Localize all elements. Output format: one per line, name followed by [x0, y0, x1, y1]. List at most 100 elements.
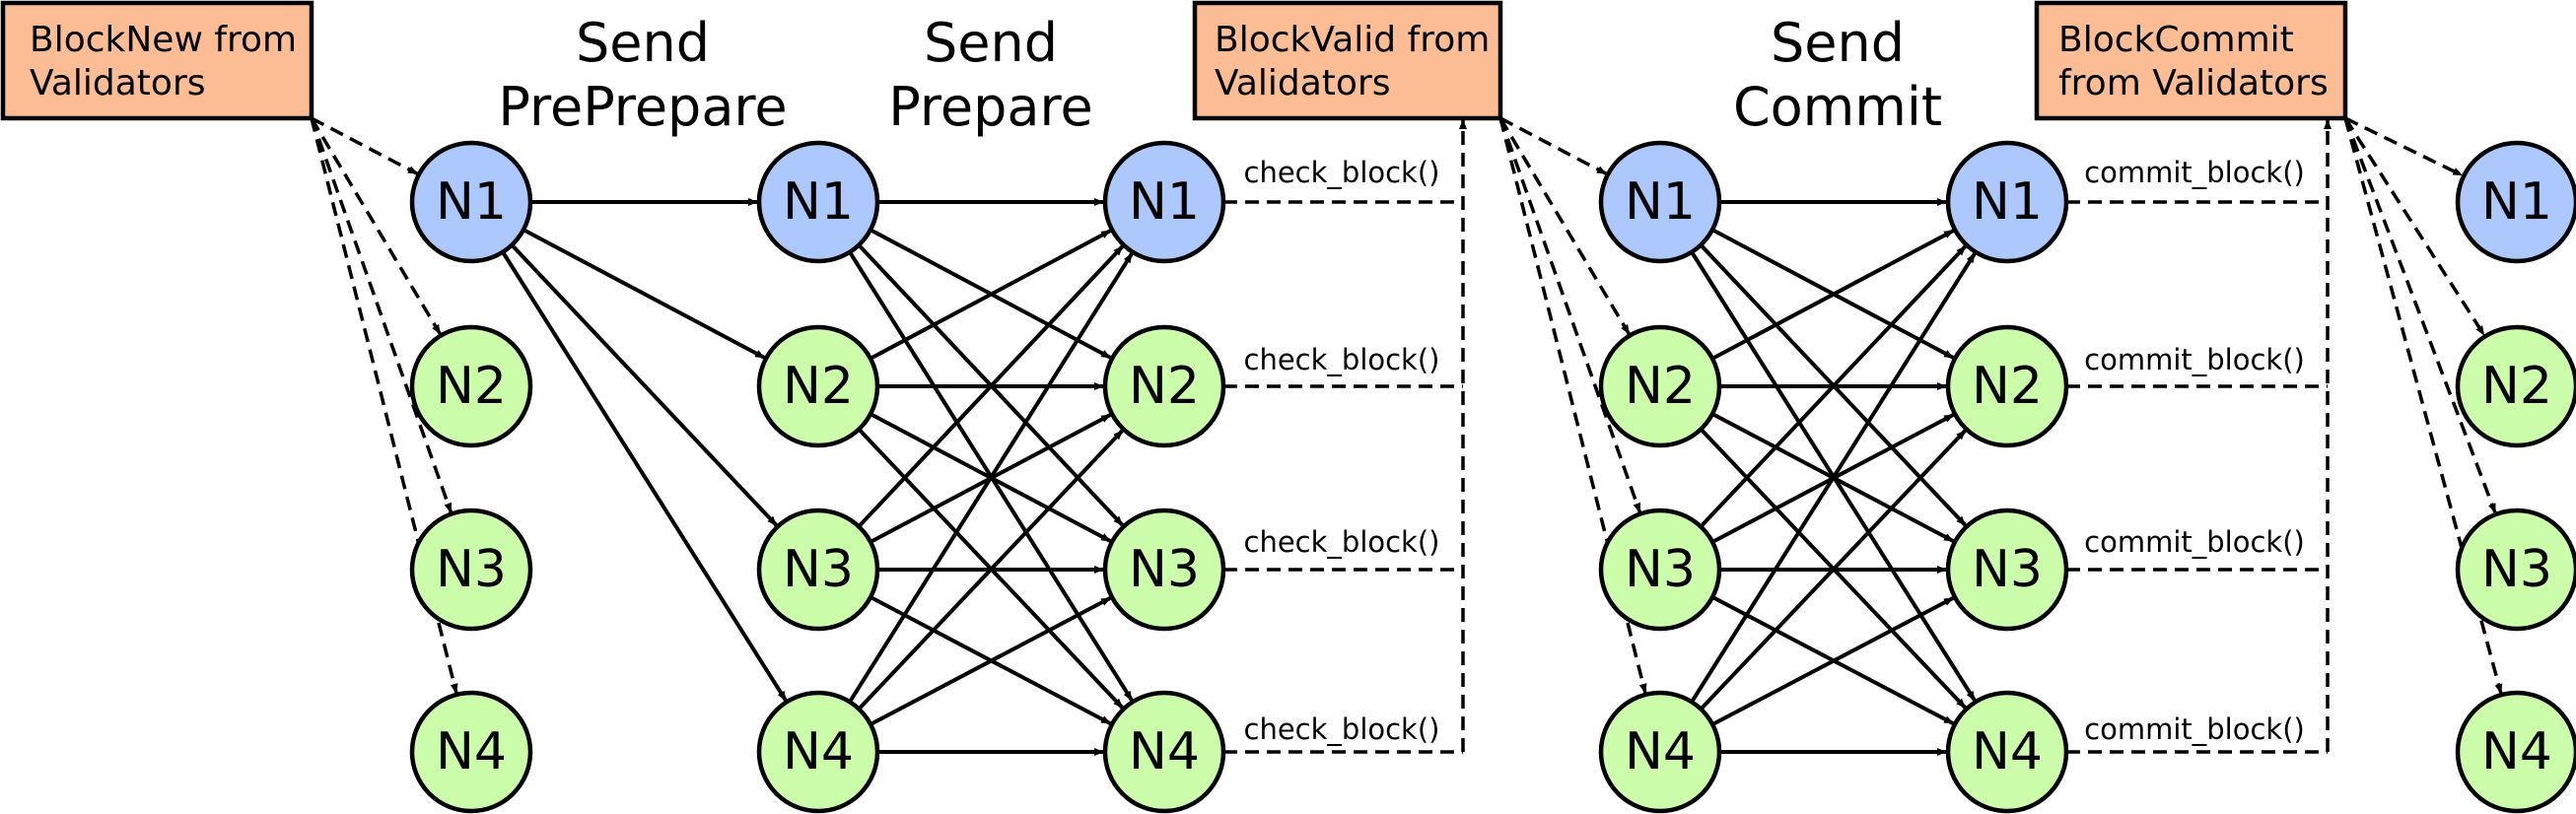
phase-title-line-1: Send: [924, 12, 1058, 74]
node-n4-circle: [1945, 690, 2069, 814]
event-box-block-valid: BlockValid from Validators: [1192, 0, 1503, 121]
node-n1-circle: [1945, 140, 2069, 264]
check-block-label-n2: check_block(): [1244, 343, 1440, 376]
node-n3-label: N3: [1129, 540, 1200, 599]
commit-edge-n3-n1: [1699, 244, 1967, 528]
node-n4-label: N4: [783, 722, 854, 781]
node-n2-label: N2: [783, 357, 854, 416]
commit-edge-n4-n1: [1690, 252, 1977, 704]
node-n1-label: N1: [1129, 172, 1200, 232]
phase-title-line-1: Send: [576, 12, 710, 74]
prepare-edge-n4-n1: [848, 252, 1134, 704]
prepare-edge-n4-n3: [870, 596, 1112, 726]
block-valid-edge-n4: [1498, 117, 1647, 694]
prepare-edge-n2-n1: [870, 229, 1112, 361]
node-n1-circle: [409, 140, 533, 264]
node-n4-label: N4: [1972, 722, 2043, 781]
node-n2-label: N2: [1972, 357, 2043, 416]
node-n2-circle: [2455, 324, 2576, 448]
node-n3-circle: [1945, 508, 2069, 632]
phase-title-line-2: PrePrepare: [498, 76, 787, 138]
node-n4-circle: [1598, 690, 1722, 814]
node-n2-circle: [1945, 324, 2069, 448]
event-box-line-2: from Validators: [2058, 63, 2329, 103]
commit-edge-n4-n3: [1711, 596, 1955, 726]
node-n4-label: N4: [1625, 722, 1696, 781]
node-n1-label: N1: [1625, 172, 1696, 232]
phase-title-line-2: Commit: [1733, 76, 1942, 138]
node-n3-label: N3: [1625, 540, 1696, 599]
node-n1-circle: [1102, 140, 1226, 264]
commit-block-labels: commit_block() commit_block() commit_blo…: [2084, 156, 2305, 746]
block-new-edge-n1: [311, 116, 418, 175]
phase-title-commit: Send Commit: [1733, 12, 1942, 138]
phase-title-preprepare: Send PrePrepare: [498, 12, 787, 138]
event-box-line-1: BlockNew from: [30, 20, 297, 60]
node-n4-circle: [409, 690, 533, 814]
preprepare-edge-n1-n3: [510, 243, 778, 527]
node-n3-label: N3: [783, 540, 854, 599]
node-n4-circle: [1102, 690, 1226, 814]
commit-edge-n2-n1: [1711, 229, 1955, 361]
prepare-edge-n3-n1: [857, 244, 1124, 528]
node-columns: N1N2N3N4N1N2N3N4N1N2N3N4N1N2N3N4N1N2N3N4…: [409, 140, 2576, 814]
check-block-label-n3: check_block(): [1244, 525, 1440, 559]
phase-title-prepare: Send Prepare: [888, 12, 1092, 138]
node-n1-label: N1: [2481, 172, 2552, 232]
prepare-edge-n4-n2: [857, 429, 1124, 711]
phase-title-line-1: Send: [1771, 12, 1905, 74]
node-n2-label: N2: [1129, 357, 1200, 416]
event-box-line-2: Validators: [30, 63, 206, 103]
node-n4-label: N4: [1129, 722, 1200, 781]
block-new-edge-n3: [310, 117, 453, 513]
node-n3-circle: [1102, 508, 1226, 632]
node-n3-label: N3: [2481, 540, 2552, 599]
event-box-line-1: BlockCommit: [2058, 20, 2294, 60]
node-n2-label: N2: [2481, 357, 2552, 416]
node-n3-label: N3: [436, 540, 507, 599]
node-n3-circle: [2455, 508, 2576, 632]
block-commit-edge-n3: [2343, 117, 2497, 513]
node-n3-circle: [1598, 508, 1722, 632]
block-valid-edge-n1: [1499, 116, 1607, 175]
node-n3-circle: [756, 508, 880, 632]
block-new-edge-n4: [310, 117, 458, 694]
node-n1-circle: [2455, 140, 2576, 264]
node-n2-label: N2: [436, 357, 507, 416]
event-box-line-1: BlockValid from: [1215, 20, 1490, 60]
event-box-rect: [1192, 0, 1503, 121]
node-n4-label: N4: [2481, 722, 2552, 781]
check-block-label-n1: check_block(): [1244, 156, 1440, 189]
node-n1-label: N1: [436, 172, 507, 232]
node-n3-circle: [409, 508, 533, 632]
node-n4-label: N4: [436, 722, 507, 781]
node-n4-circle: [2455, 690, 2576, 814]
preprepare-edge-n1-n4: [501, 250, 788, 702]
block-commit-edge-n4: [2343, 117, 2503, 695]
node-n1-label: N1: [783, 172, 854, 232]
event-box-line-2: Validators: [1215, 63, 1391, 103]
commit-edge-n4-n2: [1699, 429, 1967, 711]
commit-block-label-n4: commit_block(): [2084, 712, 2305, 746]
node-n1-label: N1: [1972, 172, 2043, 232]
event-box-block-commit: BlockCommit from Validators: [2034, 0, 2348, 121]
block-valid-edge-n3: [1498, 117, 1641, 513]
message-edges: [310, 116, 2503, 756]
phase-title-line-2: Prepare: [888, 76, 1092, 138]
node-n1-circle: [1598, 140, 1722, 264]
commit-block-label-n2: commit_block(): [2084, 343, 2305, 376]
node-n1-circle: [756, 140, 880, 264]
node-n2-circle: [409, 324, 533, 448]
preprepare-edge-n1-n2: [522, 228, 766, 360]
check-block-labels: check_block() check_block() check_block(…: [1244, 156, 1440, 746]
node-n2-circle: [1598, 324, 1722, 448]
check-block-label-n4: check_block(): [1244, 712, 1440, 746]
event-box-rect: [2034, 0, 2348, 121]
commit-block-label-n1: commit_block(): [2084, 156, 2305, 189]
